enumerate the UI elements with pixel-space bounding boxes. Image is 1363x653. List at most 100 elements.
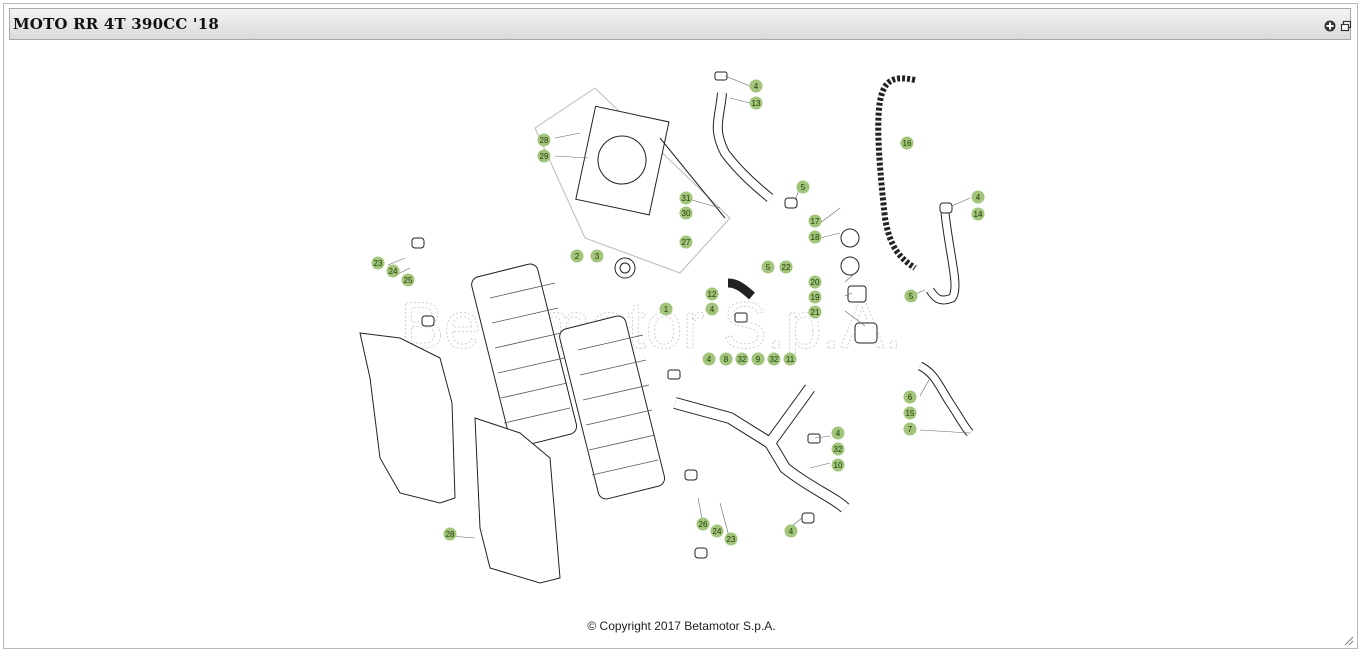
svg-text:22: 22 [782,263,791,272]
callout-group: 4 13 28 29 31 30 27 5 17 18 16 4 14 2 3 … [371,79,985,546]
callout[interactable]: 5 [796,180,810,194]
svg-text:30: 30 [682,209,691,218]
svg-text:4: 4 [976,193,981,202]
svg-text:19: 19 [811,293,820,302]
callout[interactable]: 4 [702,352,716,366]
callout[interactable]: 5 [904,289,918,303]
callout[interactable]: 4 [784,524,798,538]
copyright-text: © Copyright 2017 Betamotor S.p.A. [587,619,776,633]
fan-blade [597,135,647,185]
svg-text:27: 27 [682,238,691,247]
svg-text:5: 5 [766,263,771,272]
callout[interactable]: 24 [710,524,724,538]
callout[interactable]: 14 [971,207,985,221]
callout[interactable]: 31 [679,191,693,205]
parts-diagram: Betamotor S.p.A. [359,71,985,584]
callout[interactable]: 2 [570,249,584,263]
svg-text:20: 20 [811,278,820,287]
radiator-shroud [359,332,456,504]
restore-window-icon[interactable] [1340,20,1352,32]
radiator-left [471,263,578,448]
svg-text:32: 32 [738,355,747,364]
svg-text:3: 3 [595,252,600,261]
callout[interactable]: 20 [808,275,822,289]
svg-text:32: 32 [834,445,843,454]
callout[interactable]: 6 [903,390,917,404]
svg-text:28: 28 [540,136,549,145]
callout[interactable]: 24 [386,264,400,278]
svg-text:5: 5 [801,183,806,192]
svg-text:14: 14 [974,210,983,219]
callout[interactable]: 9 [751,352,765,366]
svg-text:4: 4 [710,305,715,314]
svg-text:28: 28 [446,530,455,539]
svg-text:5: 5 [909,292,914,301]
callout[interactable]: 22 [779,260,793,274]
svg-text:31: 31 [682,194,691,203]
callout[interactable]: 13 [749,96,763,110]
callout[interactable]: 17 [808,214,822,228]
callout[interactable]: 3 [590,249,604,263]
fan-frame [575,105,670,216]
callout[interactable]: 28 [537,133,551,147]
svg-text:6: 6 [908,393,913,402]
svg-text:1: 1 [664,305,669,314]
callout[interactable]: 23 [724,532,738,546]
panel-header: MOTO RR 4T 390CC '18 [9,8,1352,40]
svg-text:4: 4 [789,527,794,536]
callout[interactable]: 25 [401,273,415,287]
svg-text:8: 8 [724,355,729,364]
breather-hose [875,75,917,271]
svg-text:2: 2 [575,252,580,261]
svg-text:11: 11 [786,355,795,364]
svg-text:23: 23 [727,535,736,544]
thermostat [840,228,860,248]
page-title: MOTO RR 4T 390CC '18 [13,15,219,33]
callout[interactable]: 16 [900,136,914,150]
svg-text:4: 4 [707,355,712,364]
panel-frame [3,3,1358,649]
svg-text:26: 26 [699,520,708,529]
callout[interactable]: 27 [679,235,693,249]
resize-handle-icon[interactable] [1344,636,1354,646]
callout[interactable]: 32 [735,352,749,366]
svg-text:16: 16 [903,139,912,148]
callout[interactable]: 18 [808,230,822,244]
callout[interactable]: 11 [783,352,797,366]
svg-text:23: 23 [374,259,383,268]
callout[interactable]: 28 [443,527,457,541]
callout[interactable]: 29 [537,149,551,163]
callout[interactable]: 30 [679,206,693,220]
callout[interactable]: 4 [705,302,719,316]
svg-text:4: 4 [754,82,759,91]
callout[interactable]: 32 [767,352,781,366]
svg-text:17: 17 [811,217,820,226]
callout[interactable]: 5 [761,260,775,274]
callout[interactable]: 4 [749,79,763,93]
svg-text:4: 4 [836,429,841,438]
callout[interactable]: 10 [831,458,845,472]
svg-text:9: 9 [756,355,761,364]
svg-text:29: 29 [540,152,549,161]
svg-text:12: 12 [708,290,717,299]
fan-wire [659,137,726,219]
plus-circle-icon[interactable] [1324,20,1336,32]
callout[interactable]: 7 [903,422,917,436]
callout[interactable]: 4 [831,426,845,440]
callout[interactable]: 26 [696,517,710,531]
svg-text:10: 10 [834,461,843,470]
svg-text:32: 32 [770,355,779,364]
callout[interactable]: 4 [971,190,985,204]
callout[interactable]: 1 [659,302,673,316]
fan-outline [534,87,731,274]
callout[interactable]: 32 [831,442,845,456]
svg-text:7: 7 [908,425,913,434]
callout[interactable]: 19 [808,290,822,304]
callout[interactable]: 21 [808,305,822,319]
radiator-grille [474,417,561,584]
callout[interactable]: 12 [705,287,719,301]
callout[interactable]: 15 [903,406,917,420]
callout[interactable]: 8 [719,352,733,366]
callout[interactable]: 23 [371,256,385,270]
svg-text:21: 21 [811,308,820,317]
